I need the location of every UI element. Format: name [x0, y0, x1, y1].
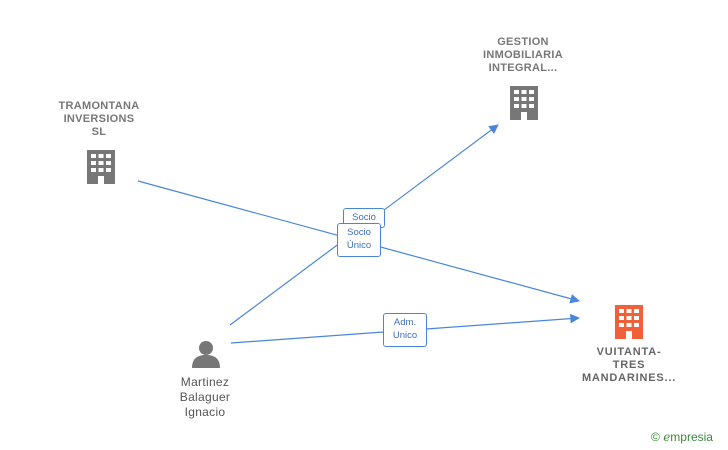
brand-logo: © empresia — [651, 430, 713, 444]
building-icon — [87, 150, 115, 184]
node-label-line: INMOBILIARIA — [483, 49, 563, 61]
edge-tag-line: Unico — [392, 330, 418, 341]
node-label-line: Ignacio — [184, 405, 226, 419]
node-label-tramontana[interactable]: TRAMONTANA INVERSIONS SL — [40, 100, 158, 139]
node-label-line: Balaguer — [179, 390, 231, 404]
node-label-line: SL — [91, 126, 107, 138]
node-label-martinez[interactable]: Martinez Balaguer Ignacio — [150, 375, 260, 420]
edge-tag-line: Único — [346, 240, 372, 251]
node-label-line: INVERSIONS — [63, 113, 135, 125]
node-label-line: Martinez — [180, 375, 230, 389]
building-icon — [510, 86, 538, 120]
copyright-symbol: © — [651, 430, 660, 444]
building-icon — [615, 305, 643, 339]
node-label-gestion[interactable]: GESTION INMOBILIARIA INTEGRAL... — [464, 36, 582, 75]
node-label-line: INTEGRAL... — [488, 62, 558, 74]
edge-tag-socio-unico[interactable]: Socio Único — [337, 223, 381, 257]
node-label-line: TRAMONTANA — [58, 100, 140, 112]
node-label-line: GESTION — [497, 36, 549, 48]
edge-tag-line: Socio — [347, 227, 371, 238]
brand-name: mpresia — [670, 430, 713, 444]
edge-tag-line: Adm. — [393, 317, 417, 328]
node-label-line: TRES — [612, 359, 646, 371]
edge-tag-line: Socio — [352, 212, 376, 223]
node-label-vuitanta[interactable]: VUITANTA- TRES MANDARINES... — [566, 346, 692, 385]
person-icon — [192, 341, 220, 368]
node-label-line: VUITANTA- — [596, 346, 662, 358]
node-label-line: MANDARINES... — [581, 372, 677, 384]
brand-initial: e — [663, 430, 671, 444]
edge-tag-adm-unico[interactable]: Adm. Unico — [383, 313, 427, 347]
